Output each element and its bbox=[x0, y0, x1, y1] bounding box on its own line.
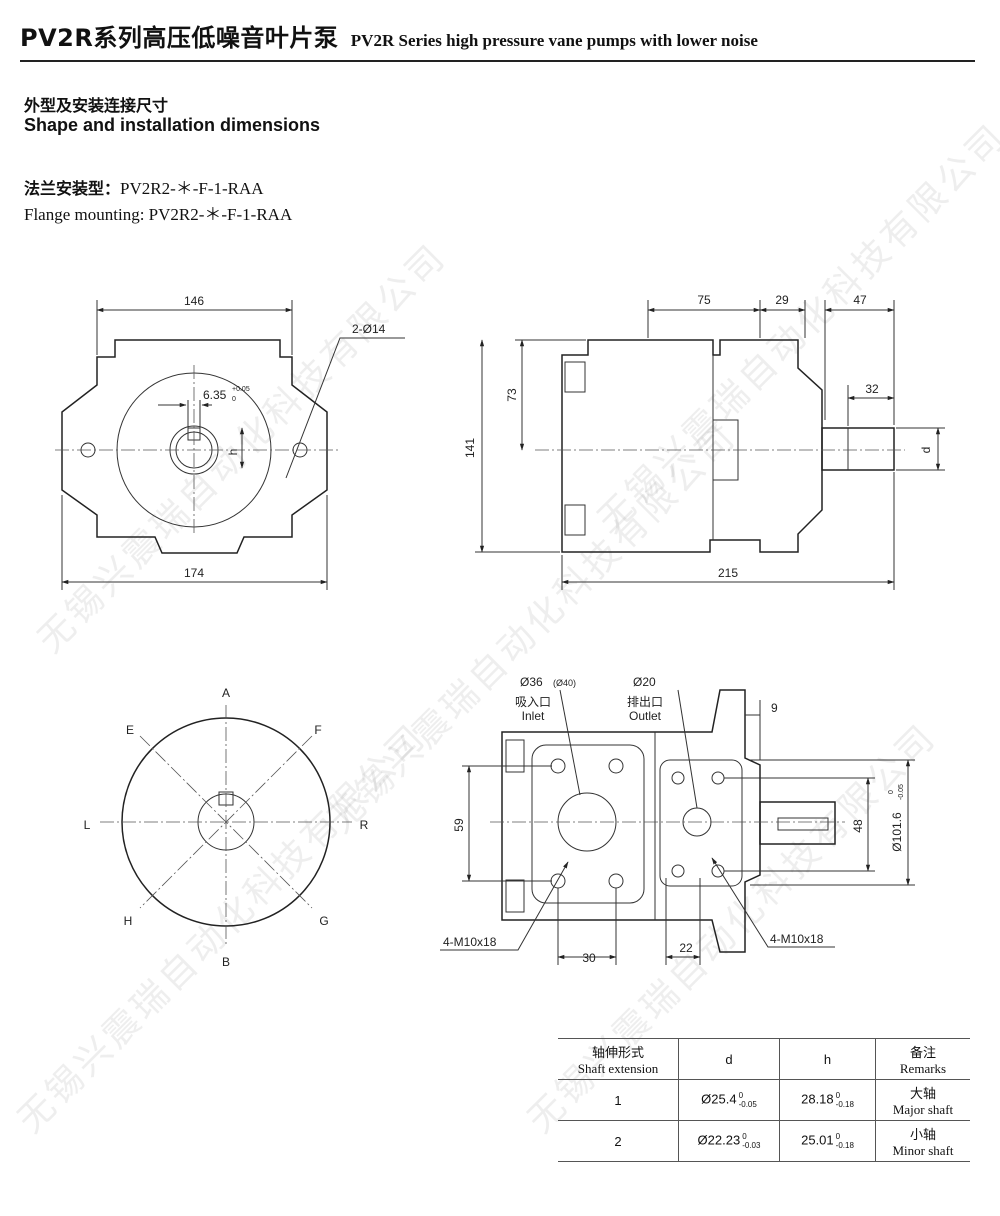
row-h-tol-lo: -0.18 bbox=[835, 1100, 854, 1109]
mounting-type-cn: 法兰安装型：PV2R2-＊-F-1-RAA bbox=[24, 174, 264, 199]
front-view: 146 174 2-Ø14 6.35 +0.05 0 h bbox=[55, 294, 405, 590]
row-h-tol-lo: -0.18 bbox=[835, 1141, 854, 1150]
dim-30: 30 bbox=[582, 951, 596, 965]
label-A: A bbox=[222, 686, 230, 700]
row-h: 25.01 bbox=[801, 1132, 834, 1148]
row-d-tol-up: 0 bbox=[742, 1132, 747, 1141]
label-R: R bbox=[360, 818, 369, 832]
side-view: 75 29 47 32 73 141 215 d bbox=[463, 293, 945, 590]
row-d: Ø25.4 bbox=[701, 1091, 737, 1107]
row-remark-en: Major shaft bbox=[892, 1101, 954, 1117]
mounting-type-en: Flange mounting: PV2R2-＊-F-1-RAA bbox=[24, 205, 293, 224]
side-shaft bbox=[821, 427, 895, 471]
row-h: 28.18 bbox=[801, 1091, 834, 1107]
mounting-label-cn: 法兰安装型： bbox=[24, 179, 121, 198]
label-H: H bbox=[124, 914, 133, 928]
row-remark-cn: 小轴 bbox=[909, 1127, 936, 1143]
dim-174: 174 bbox=[184, 566, 204, 580]
side-port-bottom bbox=[564, 504, 586, 536]
table-header-remarks-cn: 备注 bbox=[909, 1045, 936, 1061]
dim-9: 9 bbox=[771, 701, 778, 715]
section-title-en: Shape and installation dimensions bbox=[24, 115, 321, 135]
section-title-cn: 外型及安装连接尺寸 bbox=[24, 96, 169, 115]
inlet-flange bbox=[531, 744, 645, 904]
dim-101-tol-upper: 0 bbox=[888, 790, 895, 794]
header-title-en: PV2R Series high pressure vane pumps wit… bbox=[350, 31, 758, 50]
row-no: 1 bbox=[558, 1079, 679, 1121]
rotation-view: A B E F L R H G bbox=[84, 686, 369, 969]
dim-22: 22 bbox=[679, 941, 693, 955]
table-header-d: d bbox=[725, 1051, 733, 1067]
port-shaft bbox=[759, 801, 836, 845]
dim-73: 73 bbox=[505, 388, 519, 402]
row-d-tol-up: 0 bbox=[738, 1091, 744, 1100]
inlet-label-en: Inlet bbox=[522, 709, 545, 723]
dim-101: Ø101.6 bbox=[890, 812, 904, 852]
dim-d: d bbox=[919, 447, 933, 454]
dim-146: 146 bbox=[184, 294, 204, 308]
dim-101-tol-lower: -0.05 bbox=[898, 784, 905, 800]
label-F: F bbox=[314, 723, 321, 737]
row-d-tol-lo: -0.05 bbox=[738, 1100, 757, 1109]
page-header: PV2R系列高压低噪音叶片泵 PV2R Series high pressure… bbox=[20, 18, 758, 53]
dim-141: 141 bbox=[463, 438, 477, 458]
dim-29: 29 bbox=[775, 293, 789, 307]
dim-key-tol-lower: 0 bbox=[232, 396, 236, 403]
dim-32: 32 bbox=[865, 382, 879, 396]
side-port-top bbox=[564, 361, 586, 393]
port-body-outline bbox=[501, 689, 761, 953]
row-h-tol-up: 0 bbox=[835, 1091, 841, 1100]
table-header-remarks-en: Remarks bbox=[899, 1060, 947, 1076]
table-header-h: h bbox=[823, 1051, 832, 1067]
row-remark-cn: 大轴 bbox=[909, 1086, 936, 1102]
outlet-label-cn: 排出口 bbox=[627, 695, 663, 709]
port-view: Ø36 (Ø40) Ø20 吸入口 Inlet 排出口 Outlet 9 59 … bbox=[440, 675, 915, 965]
outlet-label-en: Outlet bbox=[629, 709, 662, 723]
dim-47: 47 bbox=[853, 293, 867, 307]
row-no: 2 bbox=[558, 1120, 679, 1162]
label-E: E bbox=[126, 723, 134, 737]
header-rule bbox=[20, 60, 975, 62]
table-header-shaft-cn: 轴伸形式 bbox=[591, 1045, 644, 1061]
inlet-label-cn: 吸入口 bbox=[515, 695, 551, 709]
dim-key: 6.35 bbox=[203, 388, 227, 402]
row-d-tol-lo: -0.03 bbox=[742, 1141, 761, 1150]
side-body-outline bbox=[561, 339, 823, 553]
label-L: L bbox=[84, 818, 91, 832]
label-B: B bbox=[222, 955, 230, 969]
dim-215: 215 bbox=[718, 566, 738, 580]
inlet-dia: Ø36 bbox=[520, 675, 543, 689]
outlet-flange bbox=[659, 759, 743, 887]
header-title-cn: PV2R系列高压低噪音叶片泵 bbox=[20, 24, 339, 52]
bolts-left: 4-M10x18 bbox=[443, 935, 497, 949]
dim-75: 75 bbox=[697, 293, 711, 307]
inlet-dia-alt: (Ø40) bbox=[553, 678, 576, 688]
front-flange-outline bbox=[61, 339, 328, 554]
label-G: G bbox=[319, 914, 328, 928]
row-remark-en: Minor shaft bbox=[892, 1142, 954, 1158]
outlet-dia: Ø20 bbox=[633, 675, 656, 689]
table-header-shaft-en: Shaft extension bbox=[577, 1060, 659, 1076]
dim-59: 59 bbox=[452, 818, 466, 832]
dim-h: h bbox=[226, 449, 240, 456]
row-d: Ø22.23 bbox=[697, 1132, 741, 1148]
dim-holes: 2-Ø14 bbox=[352, 322, 386, 336]
row-h-tol-up: 0 bbox=[835, 1132, 841, 1141]
dim-key-tol-upper: +0.05 bbox=[232, 386, 250, 393]
dim-48: 48 bbox=[851, 819, 865, 833]
bolts-right: 4-M10x18 bbox=[770, 932, 824, 946]
mounting-model: PV2R2-＊-F-1-RAA bbox=[120, 179, 264, 198]
